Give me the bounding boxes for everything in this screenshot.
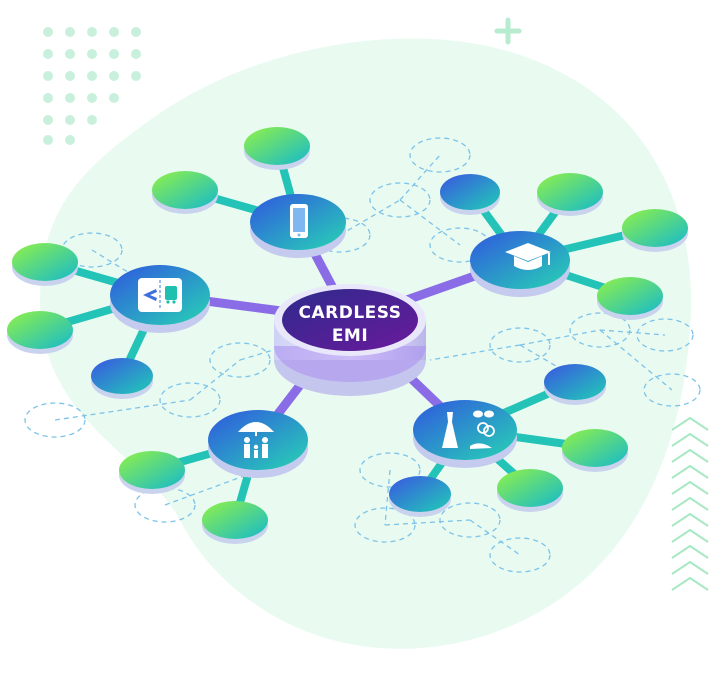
graduation-cap-icon <box>505 243 551 270</box>
dashed-network <box>24 137 701 573</box>
category-node-insurance <box>208 410 308 478</box>
dot-grid-decoration <box>43 27 141 145</box>
central-hub: CARDLESS EMI <box>274 284 426 396</box>
leaf-node <box>597 277 663 320</box>
leaf-node <box>537 173 603 216</box>
category-node-mobile <box>250 194 346 258</box>
leaf-node <box>497 469 563 512</box>
umbrella-family-icon <box>238 422 274 458</box>
leaf-node <box>7 311 73 354</box>
hub-label-line1: CARDLESS <box>298 303 401 323</box>
leaf-node <box>152 171 218 214</box>
leaf-node <box>12 243 78 286</box>
category-node-travel <box>110 265 210 333</box>
leaf-node <box>544 364 606 405</box>
leaf-node <box>622 209 688 252</box>
category-node-fashion <box>413 400 517 468</box>
smartphone-icon <box>290 204 308 238</box>
leaf-node <box>562 429 628 472</box>
category-node-education <box>470 231 570 297</box>
plus-icon <box>494 17 522 45</box>
leaf-node <box>91 358 153 399</box>
hub-label-line2: EMI <box>332 326 368 346</box>
fashion-accessories-icon <box>442 410 495 449</box>
chevron-stack-decoration <box>671 416 709 591</box>
leaf-node <box>440 174 500 215</box>
leaf-node <box>389 476 451 517</box>
leaf-node <box>244 127 310 170</box>
leaf-nodes <box>7 127 688 544</box>
travel-ticket-icon <box>138 278 182 312</box>
leaf-node <box>202 501 268 544</box>
leaf-node <box>119 451 185 494</box>
